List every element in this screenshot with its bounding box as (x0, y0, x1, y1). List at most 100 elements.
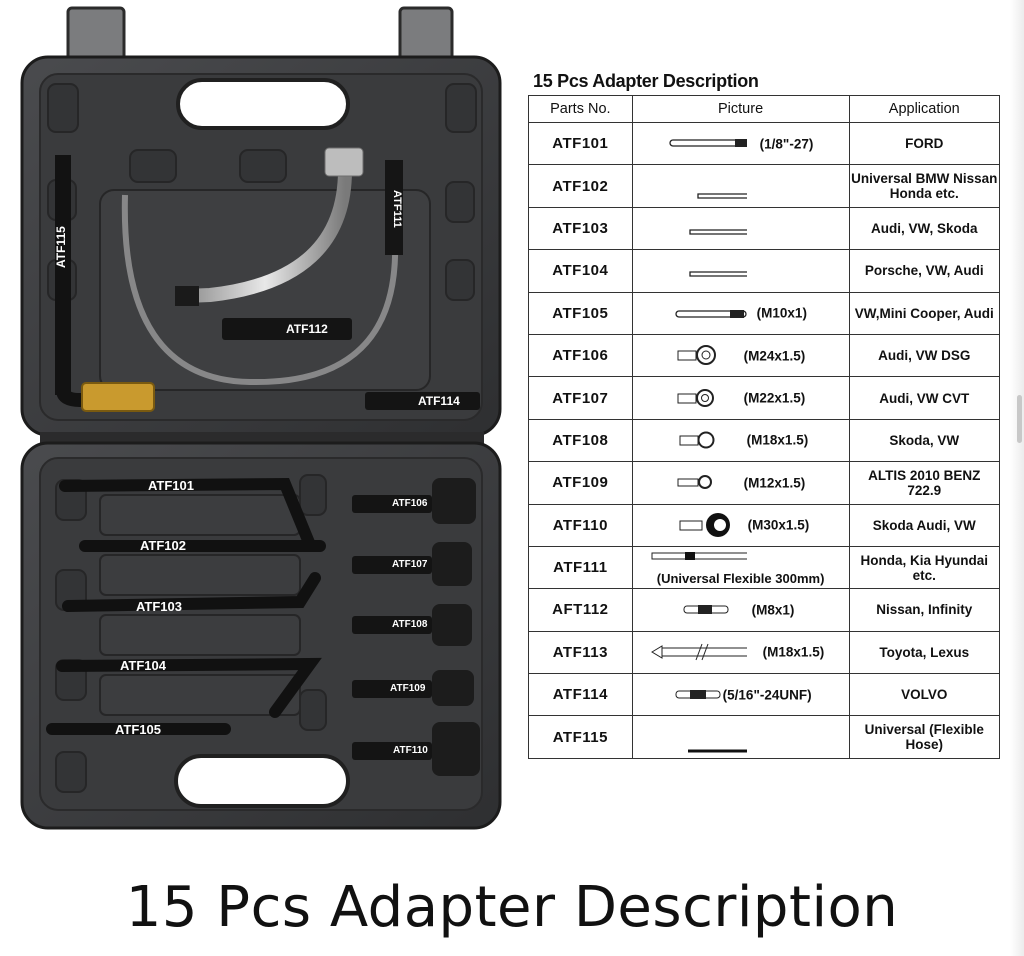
part-number-cell: AFT112 (528, 588, 633, 632)
picture-cell: (Universal Flexible 300mm) (631, 545, 850, 590)
application-cell: Audi, VW, Skoda (848, 206, 1001, 251)
table-row: AFT112 (M8x1) Nissan, Infinity (528, 588, 1001, 632)
table-header-row: Parts No. Picture Application (528, 95, 1001, 123)
thread-spec-label: (M12x1.5) (743, 475, 806, 491)
application-cell: VOLVO (848, 673, 1001, 717)
table-row: ATF113(M18x1.5)Toyota, Lexus (528, 630, 1001, 675)
picture-cell: (M8x1) (631, 588, 850, 632)
part-number-cell: ATF115 (528, 715, 633, 759)
thread-spec-label: (M30x1.5) (747, 517, 810, 533)
thread-spec-label: (M18x1.5) (762, 644, 825, 660)
table-row: ATF108(M18x1.5)Skoda, VW (528, 418, 1001, 463)
application-cell: Universal BMW Nissan Honda etc. (848, 164, 1001, 208)
application-cell: Universal (Flexible Hose) (848, 715, 1001, 759)
application-cell: Skoda Audi, VW (848, 503, 1001, 547)
table-row: ATF104 Porsche, VW, Audi (528, 249, 1001, 293)
adapter-drawing (669, 139, 747, 148)
picture-cell: (M18x1.5) (631, 418, 850, 463)
case-label-atf106: ATF106 (392, 498, 428, 509)
part-number-cell: ATF110 (528, 503, 633, 547)
picture-cell: (5/16"-24UNF) (631, 673, 850, 717)
case-label-atf109: ATF109 (390, 683, 426, 694)
table-row: ATF106 (M24x1.5) Audi, VW DSG (528, 333, 1001, 378)
column-header-parts-no: Parts No. (528, 95, 633, 123)
table-row: ATF103 Audi, VW, Skoda (528, 206, 1001, 251)
picture-cell: (M30x1.5) (631, 503, 850, 547)
adapter-drawing (689, 229, 747, 235)
case-label-atf105: ATF105 (115, 722, 161, 737)
table-row: ATF111 (Universal Flexible 300mm) Honda, K… (528, 545, 1001, 590)
picture-cell: (1/8"-27) (631, 121, 850, 166)
adapter-drawing (675, 690, 721, 700)
case-label-atf111: ATF111 (391, 190, 403, 228)
table-row: ATF109 (M12x1.5) ALTIS 2010 BENZ 722.9 (528, 461, 1001, 505)
part-number-cell: ATF102 (528, 164, 633, 208)
part-number-cell: ATF109 (528, 461, 633, 505)
thread-spec-label: (M24x1.5) (743, 348, 806, 364)
application-cell: Skoda, VW (848, 418, 1001, 463)
adapter-drawing (677, 475, 712, 490)
adapter-drawing (697, 192, 747, 199)
thread-spec-label: (M8x1) (751, 602, 795, 618)
picture-cell: (M22x1.5) (631, 376, 850, 420)
adapter-drawing (689, 271, 747, 278)
latch-right (398, 6, 454, 62)
application-cell: Honda, Kia Hyundai etc. (848, 545, 1001, 590)
table-row: ATF114(5/16"-24UNF)VOLVO (528, 673, 1001, 717)
latch-left (66, 6, 126, 62)
adapter-drawing (675, 309, 747, 318)
part-number-cell: ATF111 (528, 545, 633, 590)
thread-spec-label: (M22x1.5) (743, 390, 806, 406)
adapter-drawing (651, 552, 747, 561)
part-number-cell: ATF105 (528, 291, 633, 335)
case-label-atf112: ATF112 (286, 322, 328, 336)
thread-spec-label: (Universal Flexible 300mm) (656, 571, 825, 587)
table-row: ATF115 Universal (Flexible Hose) (528, 715, 1001, 759)
case-label-atf115: ATF115 (54, 226, 68, 268)
table-row: ATF101 (1/8"-27) FORD (528, 121, 1001, 166)
picture-cell (631, 249, 850, 293)
thread-spec-label: (5/16"-24UNF) (722, 687, 812, 703)
application-cell: Porsche, VW, Audi (848, 249, 1001, 293)
column-header-picture: Picture (631, 95, 850, 123)
thread-spec-label: (1/8"-27) (759, 136, 814, 152)
case-label-atf102: ATF102 (140, 538, 186, 553)
scrollbar-track[interactable] (1010, 0, 1024, 956)
scrollbar-thumb[interactable] (1017, 395, 1022, 443)
picture-cell: (M12x1.5) (631, 461, 850, 505)
adapter-drawing (679, 431, 715, 449)
application-cell: FORD (848, 121, 1001, 166)
tool-case-illustration (20, 6, 502, 830)
adapter-drawing (687, 749, 747, 753)
application-cell: ALTIS 2010 BENZ 722.9 (848, 461, 1001, 505)
parts-table: Parts No. Picture Application ATF101 (1/8… (528, 95, 1001, 759)
part-number-cell: ATF106 (528, 333, 633, 378)
part-number-cell: ATF108 (528, 418, 633, 463)
picture-cell (631, 715, 850, 759)
application-cell: Toyota, Lexus (848, 630, 1001, 675)
application-cell: Audi, VW DSG (848, 333, 1001, 378)
brass-fitting (81, 382, 155, 412)
picture-cell: (M18x1.5) (631, 630, 850, 675)
case-label-atf114: ATF114 (418, 394, 460, 408)
application-cell: Nissan, Infinity (848, 588, 1001, 632)
handle-slot-top (176, 78, 350, 130)
case-label-atf104: ATF104 (120, 658, 166, 673)
part-number-cell: ATF107 (528, 376, 633, 420)
table-title: 15 Pcs Adapter Description (533, 71, 759, 91)
case-label-atf108: ATF108 (392, 619, 428, 630)
case-label-atf110: ATF110 (393, 745, 428, 756)
application-cell: Audi, VW CVT (848, 376, 1001, 420)
part-number-cell: ATF101 (528, 121, 633, 166)
part-number-cell: ATF103 (528, 206, 633, 251)
picture-cell: (M10x1) (631, 291, 850, 335)
page-caption: 15 Pcs Adapter Description (125, 875, 899, 940)
table-row: ATF102 Universal BMW Nissan Honda etc. (528, 164, 1001, 208)
picture-cell (631, 206, 850, 251)
picture-cell (631, 164, 850, 208)
case-label-atf101: ATF101 (148, 478, 194, 493)
part-number-cell: ATF104 (528, 249, 633, 293)
adapter-drawing (679, 512, 730, 537)
handle-slot-bottom (174, 754, 350, 808)
